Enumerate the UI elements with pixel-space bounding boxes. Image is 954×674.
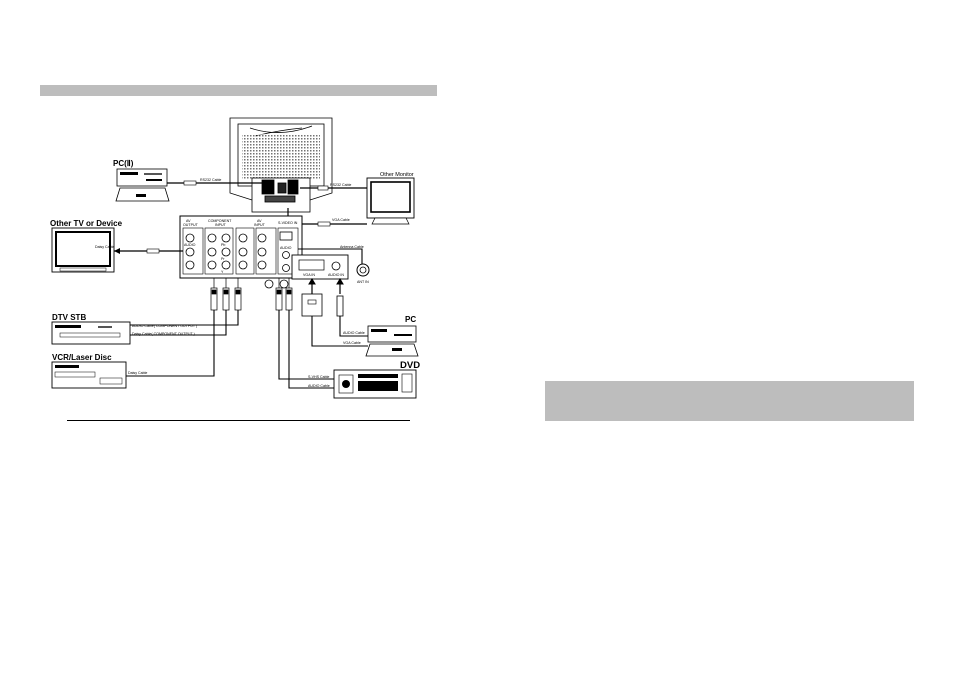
component-input-label: INPUT [215,223,227,227]
pc2-label: PC(Ⅱ) [113,159,134,168]
daisy-cable-label: Daisy Cable [95,245,114,249]
output-label: OUTPUT [183,223,199,227]
figure-underline [67,420,410,421]
daisy-cable-tv: Daisy Cable [95,245,183,254]
vga-cable-label: VGA Cable [332,218,350,222]
pc-device: PC [365,315,419,357]
y-label: Y [221,270,224,274]
other-monitor-label: Other Monitor [380,172,414,178]
daisy-cable-vcr-label: Daisy Cable [128,371,147,375]
rs232-cable-right-label: RS232 Cable [330,183,351,187]
vcr-cable: Daisy Cable [126,310,215,377]
connection-diagram: PC(Ⅱ) RS232 Cable Other Monitor RS232 Ca… [50,117,420,399]
pc-cables: AUDIO Cable VGA Cable [311,316,368,347]
pc2-device: PC(Ⅱ) [113,159,170,202]
other-monitor-device: Other Monitor [366,172,415,225]
other-tv-device: Other TV or Device [50,219,123,273]
wall-plate: Antenna Cable ANT IN VGA IN AUDIO IN [291,245,370,284]
connection-panel [179,215,303,289]
pc-label: PC [405,315,416,324]
av-output-label: AV [186,219,191,223]
daisy-cable-comp-label: Daisy Cable( COMPONENT OUTPUT ) [132,332,195,336]
rs232-cable-right: RS232 Cable [300,183,367,191]
av-input-sub-label: INPUT [254,223,266,227]
vcr-label: VCR/Laser Disc [52,353,112,362]
dtv-cables: AUDIO Cable( COMPONENT OUTPUT ) Daisy Ca… [130,310,239,336]
audio-cable-dvd-label: AUDIO Cable [308,384,330,388]
av-input-label: AV [257,219,262,223]
dvd-cables: S-VHS Cable AUDIO Cable [278,310,334,389]
dtv-stb-label: DTV STB [52,313,86,322]
pc-connectors [301,278,344,317]
pr-label: Pr [221,257,225,261]
dvd-device: DVD [333,360,420,399]
section-header-bar-left [40,85,437,96]
panel-labels: AV OUTPUT COMPONENT INPUT AV INPUT S-VID… [183,219,298,274]
ant-in-label: ANT IN [357,280,369,284]
audio-out-label: AUDIO [184,243,196,247]
audio-in-plate-label: AUDIO IN [328,273,344,277]
vga-in-label: VGA IN [303,273,315,277]
audio-cable-pc-label: AUDIO Cable [343,331,365,335]
antenna-cable-label: Antenna Cable [340,245,364,249]
main-tv [229,117,333,213]
other-tv-label: Other TV or Device [50,219,123,228]
rs232-cable-left: RS232 Cable [167,178,262,186]
audio-in-label: AUDIO [280,246,292,250]
rs232-cable-left-label: RS232 Cable [200,178,221,182]
section-header-bar-right [545,381,914,421]
dvd-label: DVD [400,360,420,371]
rca-plugs [210,278,293,311]
svhs-cable-label: S-VHS Cable [308,375,329,379]
vga-cable-pc-label: VGA Cable [343,341,361,345]
audio-cable-comp-label: AUDIO Cable( COMPONENT OUTPUT ) [132,324,197,328]
pb-label: Pb [221,243,225,247]
vcr-device: VCR/Laser Disc [51,353,127,389]
s-video-label: S-VIDEO IN [278,221,298,225]
component-label: COMPONENT [208,219,232,223]
dtv-stb-device: DTV STB [51,313,131,345]
